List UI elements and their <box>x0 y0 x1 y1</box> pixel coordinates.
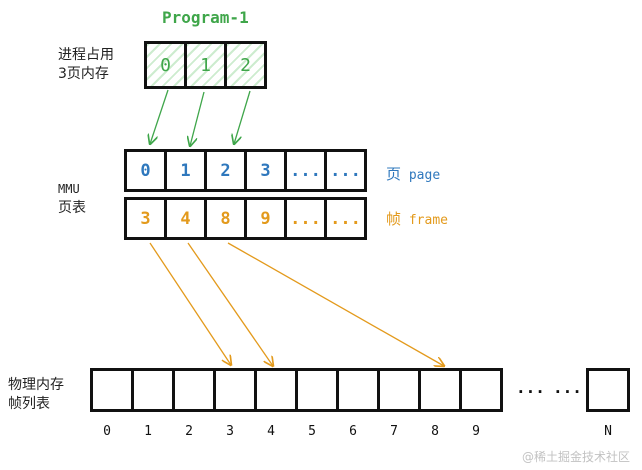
memory-ellipsis: ... <box>553 378 582 397</box>
frame-label-cn: 帧 <box>386 210 402 228</box>
orange-arrow-4 <box>187 242 273 366</box>
green-arrow-0 <box>150 89 169 144</box>
memory-frame-cell-n <box>586 368 630 412</box>
memory-label: 物理内存 帧列表 <box>8 376 64 414</box>
frame-index: 3 <box>226 424 234 439</box>
memory-ellipsis: ... <box>516 378 545 397</box>
frame-index: 2 <box>185 424 193 439</box>
mmu-label-line2: 页表 <box>58 200 86 216</box>
memory-frames-row <box>90 368 503 412</box>
program-pages-row: 0 1 2 <box>144 41 267 89</box>
memory-label-line1: 物理内存 <box>8 377 64 393</box>
page-row: 0 1 2 3 ... ... <box>124 149 367 192</box>
memory-frame-cell <box>459 368 503 412</box>
program-page-cell: 2 <box>224 41 267 89</box>
frame-index-n: N <box>604 424 612 439</box>
watermark: @稀土掘金技术社区 <box>522 450 631 464</box>
page-cell: ... <box>324 149 367 192</box>
frame-index: 9 <box>472 424 480 439</box>
frame-row: 3 4 8 9 ... ... <box>124 197 367 240</box>
orange-arrow-8 <box>227 242 444 366</box>
program-desc-line1: 进程占用 <box>58 47 114 63</box>
program-description: 进程占用 3页内存 <box>58 46 114 84</box>
page-label-en: page <box>408 168 441 183</box>
frame-label-en: frame <box>408 213 448 228</box>
frame-cell: ... <box>324 197 367 240</box>
frame-index: 7 <box>390 424 398 439</box>
program-desc-line2: 3页内存 <box>58 66 109 82</box>
frame-index: 4 <box>267 424 275 439</box>
orange-arrow-3 <box>149 242 231 365</box>
green-arrow-1 <box>190 91 205 146</box>
mmu-label: MMU 页表 <box>58 180 86 218</box>
memory-label-line2: 帧列表 <box>8 396 50 412</box>
frame-index: 5 <box>308 424 316 439</box>
memory-last-frame-row <box>586 368 630 412</box>
frame-index: 6 <box>349 424 357 439</box>
program-title: Program-1 <box>162 8 249 27</box>
frame-index: 1 <box>144 424 152 439</box>
page-label-cn: 页 <box>386 165 402 183</box>
frame-index: 0 <box>103 424 111 439</box>
green-arrow-2 <box>234 90 251 144</box>
frame-row-label: 帧 frame <box>386 208 448 229</box>
mmu-label-line1: MMU <box>58 182 80 196</box>
frame-index: 8 <box>431 424 439 439</box>
page-row-label: 页 page <box>386 163 440 184</box>
